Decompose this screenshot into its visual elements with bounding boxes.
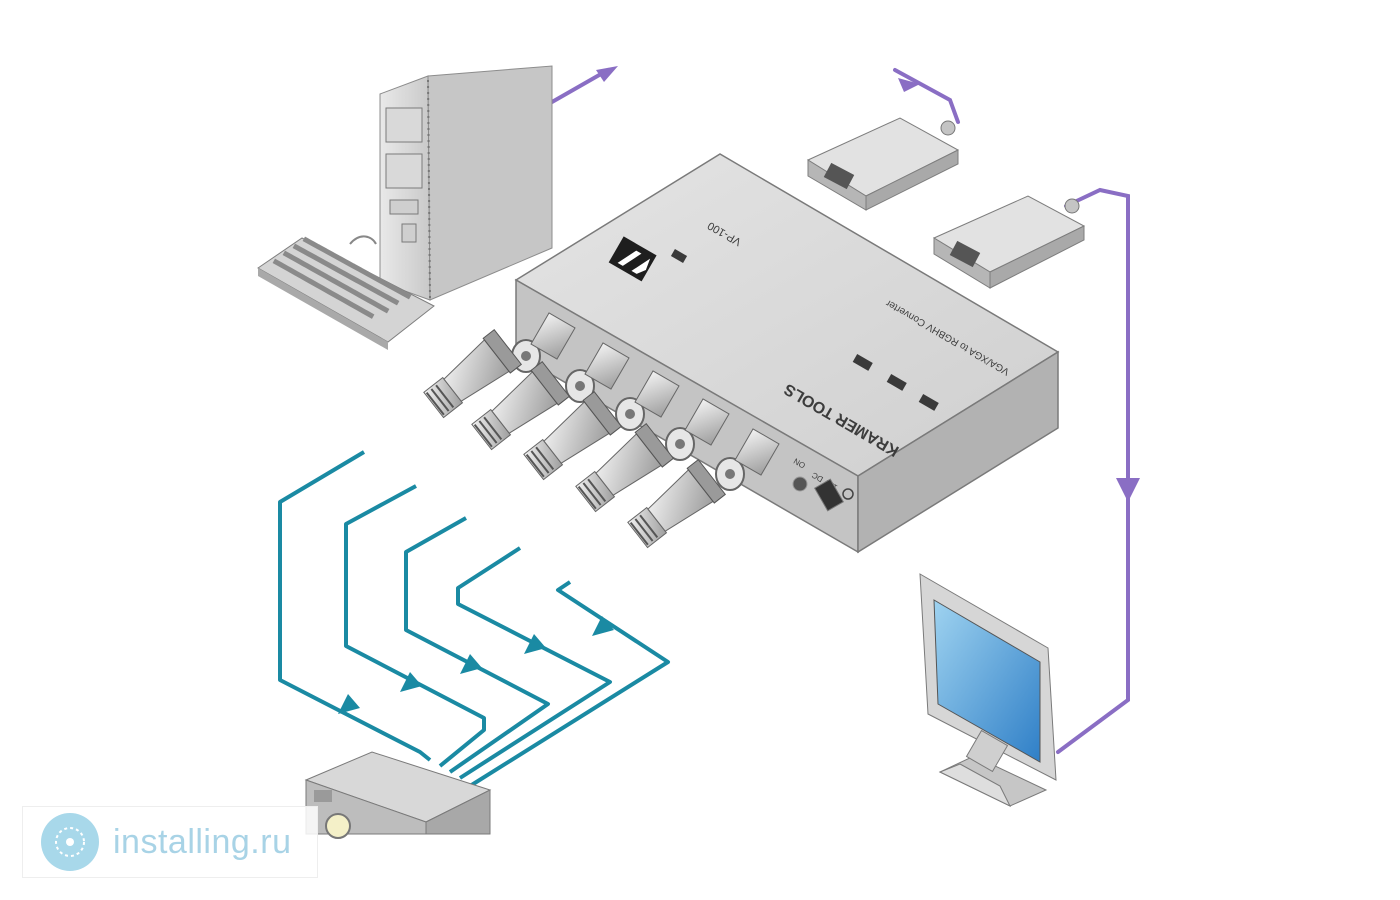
power-led — [792, 476, 808, 492]
power-icon — [842, 488, 854, 500]
bnc-socket — [615, 370, 680, 431]
projector — [304, 751, 492, 839]
vga-connector — [806, 117, 960, 211]
bnc-plug — [423, 329, 523, 419]
watermark: installing.ru — [22, 806, 318, 878]
arrow-icon — [1116, 478, 1140, 502]
computer-tower — [379, 65, 553, 301]
keyboard — [257, 235, 435, 350]
arrow-icon — [592, 616, 614, 636]
bnc-plug — [471, 361, 571, 451]
bnc-sockets — [511, 312, 780, 491]
bnc-plug — [575, 423, 675, 513]
arrow-icon — [400, 672, 422, 692]
arrow-icon — [596, 66, 618, 82]
bnc-flow-arrows — [338, 616, 614, 714]
bnc-plug — [523, 391, 623, 481]
watermark-text: installing.ru — [113, 822, 292, 861]
arrow-icon — [524, 634, 546, 654]
dip-switch-group — [670, 249, 939, 411]
bnc-socket — [565, 342, 630, 403]
bnc-socket — [665, 398, 730, 461]
arrow-icon — [898, 78, 920, 92]
vga-cables — [550, 68, 1130, 754]
converter-unit: KRAMER TOOLS VP-100 VGA/XGA to RGBHV Con… — [514, 153, 1060, 554]
arrow-icon — [460, 654, 482, 674]
kramer-logo — [608, 236, 657, 282]
bnc-socket — [715, 428, 780, 491]
vga-connector — [932, 195, 1086, 289]
vga-flow-arrows — [596, 66, 1140, 502]
monitor — [919, 573, 1057, 808]
arrow-icon — [338, 694, 360, 714]
bnc-plugs — [423, 329, 727, 549]
watermark-logo-icon — [41, 813, 99, 871]
bnc-plug — [627, 459, 727, 549]
power-jack — [814, 478, 844, 512]
